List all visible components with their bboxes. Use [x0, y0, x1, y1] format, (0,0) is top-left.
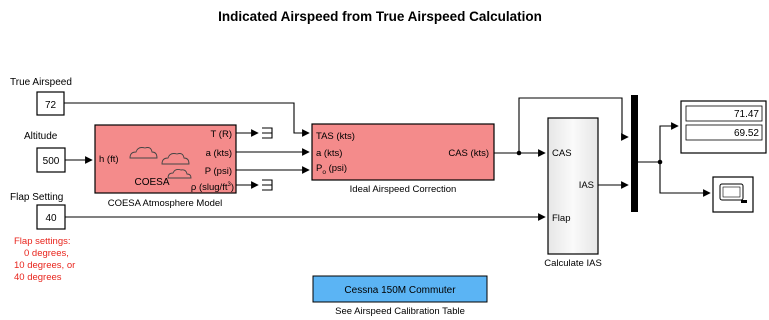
coesa-input-port-label: h (ft) [99, 154, 119, 165]
correction-port-label: CAS (kts) [448, 148, 489, 159]
terminator-rho[interactable] [236, 179, 273, 191]
coesa-caption: COESA Atmosphere Model [108, 198, 223, 209]
constant-value: 500 [43, 156, 60, 167]
flap-settings-note: Flap settings: 0 degrees, 10 degrees, or… [14, 236, 75, 283]
cessna-calibration-link-button[interactable]: Cessna 150M Commuter [312, 275, 488, 303]
terminator-t[interactable] [236, 127, 273, 139]
cloud-icon [129, 147, 158, 159]
scope-icon [719, 183, 747, 203]
calc-caption: Calculate IAS [544, 258, 602, 269]
display-value: 71.47 [734, 109, 759, 120]
constant-flap-setting[interactable]: Flap Setting 40 [10, 192, 66, 230]
coesa-port-label: a (kts) [206, 148, 232, 159]
cloud-icon [167, 168, 192, 179]
constant-label: True Airspeed [10, 77, 72, 88]
signal-mux-out [638, 122, 679, 163]
correction-port-label: a (kts) [316, 148, 342, 159]
constant-label: Altitude [24, 131, 58, 142]
correction-port-label: Po (psi) [316, 163, 347, 176]
display-value: 69.52 [734, 128, 759, 139]
mux-block[interactable] [631, 95, 638, 212]
coesa-port-label: P (psi) [205, 166, 232, 177]
signal-mux-scope [659, 162, 711, 197]
display-block[interactable]: 71.47 69.52 [680, 100, 767, 154]
calc-port-label: Flap [552, 213, 570, 224]
scope-block[interactable] [712, 176, 754, 213]
calc-port-label: CAS [552, 148, 572, 159]
cloud-icon [161, 153, 190, 165]
constant-value: 72 [45, 100, 57, 111]
ideal-airspeed-correction-block[interactable]: TAS (kts) a (kts) Po (psi) CAS (kts) [311, 123, 495, 181]
branch-point [657, 159, 663, 165]
model-title: Indicated Airspeed from True Airspeed Ca… [218, 9, 542, 24]
signal-tas [64, 102, 310, 137]
constant-label: Flap Setting [10, 192, 63, 203]
link-button-label: Cessna 150M Commuter [344, 285, 456, 296]
coesa-port-label: T (R) [211, 129, 232, 140]
correction-caption: Ideal Airspeed Correction [350, 184, 457, 195]
note-line: 10 degrees, or [14, 260, 75, 271]
note-line: 40 degrees [14, 272, 62, 283]
constant-true-airspeed[interactable]: True Airspeed 72 [10, 77, 72, 116]
signal-cas-branch [518, 97, 629, 153]
branch-point [516, 150, 522, 156]
calc-port-label: IAS [579, 180, 594, 191]
coesa-atmosphere-block[interactable]: h (ft) T (R) a (kts) P (psi) ρ (slug/ft3… [94, 124, 237, 194]
coesa-inner-label: COESA [134, 177, 169, 188]
coesa-port-label: ρ (slug/ft3) [191, 182, 234, 193]
constant-value: 40 [45, 213, 57, 224]
correction-port-label: TAS (kts) [316, 131, 355, 142]
constant-altitude[interactable]: Altitude 500 [24, 131, 66, 173]
link-button-caption: See Airspeed Calibration Table [335, 306, 465, 317]
note-line: Flap settings: [14, 236, 71, 247]
note-line: 0 degrees, [24, 248, 69, 259]
calculate-ias-block[interactable]: CAS Flap IAS [547, 117, 599, 255]
